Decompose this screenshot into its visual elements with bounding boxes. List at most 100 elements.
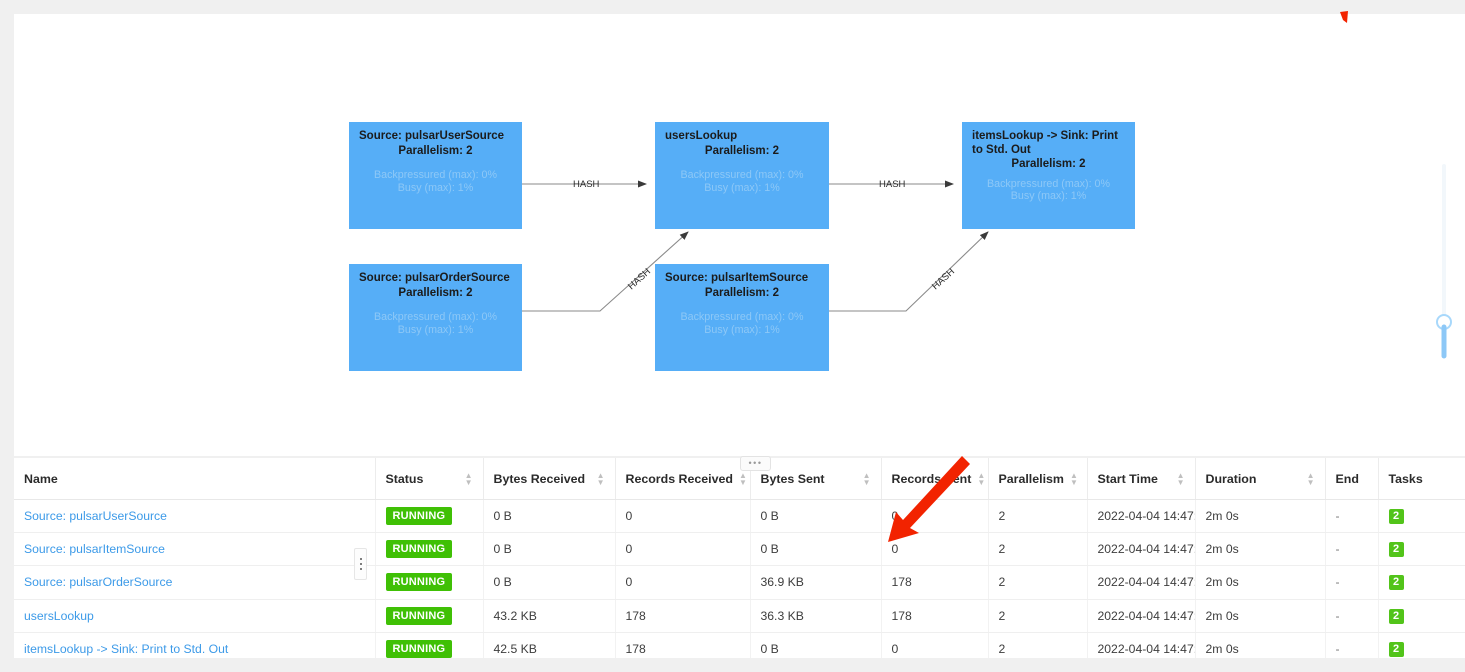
table-header-row: Name Status ▲▼ Bytes Received ▲▼ Records…: [14, 458, 1465, 500]
cell-status: RUNNING: [375, 565, 484, 600]
col-header-duration[interactable]: Duration ▲▼: [1195, 458, 1326, 500]
sort-toggle-icon[interactable]: ▲▼: [977, 470, 986, 487]
cell-start-time: 2022-04-04 14:47:14: [1087, 565, 1196, 600]
cell-start-time: 2022-04-04 14:47:14: [1087, 499, 1196, 534]
cell-duration: 2m 0s: [1195, 532, 1326, 567]
node-parallelism: Parallelism: 2: [1011, 158, 1086, 171]
page-bottom-strip: [0, 658, 1465, 672]
annotation-arrow-tail-mark: [1340, 11, 1348, 23]
cell-bytes-received: 0 B: [483, 532, 616, 567]
cell-bytes-received: 0 B: [483, 565, 616, 600]
col-header-bytes-received[interactable]: Bytes Received ▲▼: [483, 458, 616, 500]
cell-records-received: 0: [615, 565, 751, 600]
col-header-records-received[interactable]: Records Received ▲▼: [615, 458, 751, 500]
cell-records-received: 0: [615, 532, 751, 567]
edge-label-hash-1: HASH: [573, 179, 600, 190]
job-graph-panel[interactable]: Source: pulsarUserSource Parallelism: 2 …: [14, 14, 1465, 456]
cell-name[interactable]: itemsLookup -> Sink: Print to Std. Out: [14, 632, 376, 658]
col-header-label: Bytes Sent: [760, 471, 825, 486]
vertex-link[interactable]: Source: pulsarItemSource: [24, 542, 165, 557]
node-busy: Busy (max): 1%: [704, 323, 780, 336]
sort-toggle-icon[interactable]: ▲▼: [1176, 470, 1185, 487]
col-header-parallelism[interactable]: Parallelism ▲▼: [988, 458, 1088, 500]
vertex-link[interactable]: Source: pulsarOrderSource: [24, 575, 173, 590]
col-header-status[interactable]: Status ▲▼: [375, 458, 484, 500]
sort-toggle-icon[interactable]: ▲▼: [1306, 470, 1315, 487]
cell-parallelism: 2: [988, 565, 1088, 600]
cell-records-sent: 0: [881, 532, 989, 567]
node-backpressure: Backpressured (max): 0%: [987, 177, 1110, 190]
node-parallelism: Parallelism: 2: [704, 286, 780, 299]
col-header-label: Bytes Received: [493, 471, 586, 486]
col-header-name[interactable]: Name: [14, 458, 376, 500]
graph-node-usersLookup[interactable]: usersLookup Parallelism: 2 Backpressured…: [655, 122, 829, 229]
sort-toggle-icon[interactable]: ▲▼: [464, 470, 473, 487]
table-row[interactable]: usersLookup RUNNING 43.2 KB 178 36.3 KB …: [14, 599, 1465, 633]
cell-tasks: 2: [1377, 499, 1465, 534]
sort-toggle-icon[interactable]: ▲▼: [596, 470, 605, 487]
col-header-bytes-sent[interactable]: Bytes Sent ▲▼: [750, 458, 882, 500]
cell-tasks: 2: [1377, 565, 1465, 600]
cell-tasks: 2: [1377, 599, 1465, 633]
graph-node-pulsarItemSource[interactable]: Source: pulsarItemSource Parallelism: 2 …: [655, 264, 829, 371]
sort-toggle-icon[interactable]: ▲▼: [1069, 470, 1078, 487]
graph-node-pulsarUserSource[interactable]: Source: pulsarUserSource Parallelism: 2 …: [349, 122, 522, 229]
cell-start-time: 2022-04-04 14:47:14: [1087, 632, 1196, 658]
graph-node-pulsarOrderSource[interactable]: Source: pulsarOrderSource Parallelism: 2…: [349, 264, 522, 371]
cell-status: RUNNING: [375, 632, 484, 658]
table-row[interactable]: Source: pulsarOrderSource RUNNING 0 B 0 …: [14, 565, 1465, 600]
cell-status: RUNNING: [375, 599, 484, 633]
cell-start-time: 2022-04-04 14:47:14: [1087, 532, 1196, 567]
cell-bytes-received: 43.2 KB: [483, 599, 616, 633]
sort-toggle-icon[interactable]: ▲▼: [738, 470, 747, 487]
node-title: usersLookup: [665, 130, 738, 142]
col-header-records-sent[interactable]: Records Sent ▲▼: [881, 458, 989, 500]
col-header-label: Duration: [1205, 471, 1257, 486]
cell-name[interactable]: Source: pulsarItemSource: [14, 532, 376, 567]
cell-bytes-sent: 0 B: [750, 532, 882, 567]
cell-name[interactable]: usersLookup: [14, 599, 376, 633]
node-backpressure: Backpressured (max): 0%: [680, 169, 804, 182]
node-parallelism: Parallelism: 2: [398, 286, 473, 299]
cell-bytes-received: 0 B: [483, 499, 616, 534]
cell-end-time: -: [1325, 632, 1379, 658]
vertex-link[interactable]: itemsLookup -> Sink: Print to Std. Out: [24, 641, 229, 656]
drag-dot: [359, 568, 362, 570]
table-row[interactable]: itemsLookup -> Sink: Print to Std. Out R…: [14, 632, 1465, 658]
subtasks-table-panel: Name Status ▲▼ Bytes Received ▲▼ Records…: [14, 458, 1465, 658]
drag-dot: [359, 563, 362, 565]
sort-toggle-icon[interactable]: ▲▼: [862, 470, 871, 487]
table-row[interactable]: Source: pulsarUserSource RUNNING 0 B 0 0…: [14, 499, 1465, 534]
cell-tasks: 2: [1377, 632, 1465, 658]
node-metrics: Backpressured (max): 0% Busy (max): 1%: [359, 311, 512, 336]
col-header-start-time[interactable]: Start Time ▲▼: [1087, 458, 1196, 500]
graph-zoom-slider[interactable]: [1433, 164, 1455, 364]
cell-duration: 2m 0s: [1195, 632, 1326, 658]
status-badge: RUNNING: [385, 507, 453, 526]
job-graph-canvas[interactable]: [14, 14, 1465, 456]
cell-start-time: 2022-04-04 14:47:14: [1087, 599, 1196, 633]
graph-node-itemsLookup-sink[interactable]: itemsLookup -> Sink: Print to Std. Out P…: [962, 122, 1135, 229]
cell-duration: 2m 0s: [1195, 599, 1326, 633]
drag-dot: [359, 558, 362, 560]
cell-name[interactable]: Source: pulsarOrderSource: [14, 565, 376, 600]
col-header-tasks[interactable]: Tasks: [1377, 458, 1465, 500]
cell-name[interactable]: Source: pulsarUserSource: [14, 499, 376, 534]
col-header-label: Records Received: [625, 471, 733, 486]
col-header-end-time[interactable]: End: [1325, 458, 1379, 500]
vertex-link[interactable]: Source: pulsarUserSource: [24, 509, 167, 524]
cell-parallelism: 2: [988, 532, 1088, 567]
node-title: itemsLookup -> Sink: Print to Std. Out: [972, 130, 1119, 156]
tasks-badge: 2: [1388, 509, 1404, 525]
cell-status: RUNNING: [375, 532, 484, 567]
cell-bytes-sent: 36.3 KB: [750, 599, 882, 633]
panel-splitter-handle[interactable]: •••: [740, 456, 771, 471]
node-metrics: Backpressured (max): 0% Busy (max): 1%: [665, 169, 819, 194]
col-header-label: Start Time: [1097, 471, 1158, 486]
column-resize-handle[interactable]: [354, 548, 367, 580]
table-row[interactable]: Source: pulsarItemSource RUNNING 0 B 0 0…: [14, 532, 1465, 567]
cell-records-sent: 178: [881, 565, 989, 600]
edge-label-hash-2: HASH: [879, 179, 906, 190]
vertex-link[interactable]: usersLookup: [24, 608, 94, 623]
